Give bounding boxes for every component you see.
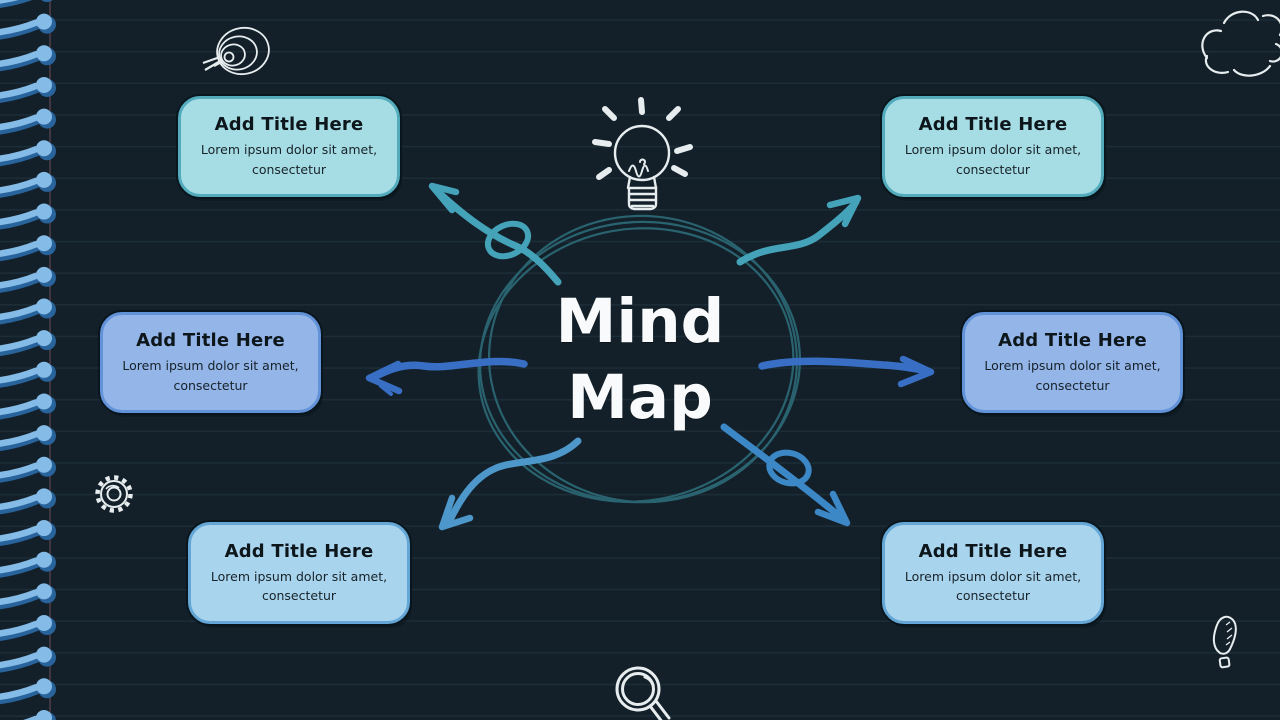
mindmap-node-top-right[interactable]: Add Title Here Lorem ipsum dolor sit ame… xyxy=(882,96,1104,197)
arrow-right xyxy=(758,355,935,388)
arrow-top-right xyxy=(736,194,862,266)
node-title: Add Title Here xyxy=(918,540,1068,562)
arrow-bottom-right xyxy=(720,423,851,527)
dartboard-icon xyxy=(202,26,270,76)
node-title: Add Title Here xyxy=(918,114,1068,136)
node-body: Lorem ipsum dolor sit amet, consectetur xyxy=(904,568,1082,603)
node-body: Lorem ipsum dolor sit amet, consectetur xyxy=(904,142,1082,177)
magnifying-glass-icon xyxy=(615,666,671,720)
node-title: Add Title Here xyxy=(224,540,374,562)
mindmap-node-top-left[interactable]: Add Title Here Lorem ipsum dolor sit ame… xyxy=(178,96,400,197)
node-title: Add Title Here xyxy=(214,114,364,136)
arrow-left xyxy=(365,357,528,396)
arrow-top-left xyxy=(428,182,562,286)
arrow-bottom-left xyxy=(438,437,582,531)
mindmap-node-bottom-right[interactable]: Add Title Here Lorem ipsum dolor sit ame… xyxy=(882,522,1104,624)
mindmap-node-middle-right[interactable]: Add Title Here Lorem ipsum dolor sit ame… xyxy=(962,312,1183,413)
mindmap-node-middle-left[interactable]: Add Title Here Lorem ipsum dolor sit ame… xyxy=(100,312,321,413)
notebook-margin-line xyxy=(49,0,51,720)
node-body: Lorem ipsum dolor sit amet, consectetur xyxy=(122,358,299,393)
node-body: Lorem ipsum dolor sit amet, consectetur xyxy=(200,142,378,177)
cloud-icon xyxy=(1201,10,1280,77)
lightbulb-icon xyxy=(592,97,693,211)
gear-icon xyxy=(95,475,133,513)
spiral-binding xyxy=(0,0,56,720)
node-body: Lorem ipsum dolor sit amet, consectetur xyxy=(984,358,1161,393)
mindmap-node-bottom-left[interactable]: Add Title Here Lorem ipsum dolor sit ame… xyxy=(188,522,410,624)
node-title: Add Title Here xyxy=(998,330,1147,352)
exclamation-mark-icon xyxy=(1212,615,1237,669)
node-body: Lorem ipsum dolor sit amet, consectetur xyxy=(210,568,388,603)
node-title: Add Title Here xyxy=(136,330,285,352)
mindmap-center-title[interactable]: Mind Map xyxy=(555,286,725,433)
